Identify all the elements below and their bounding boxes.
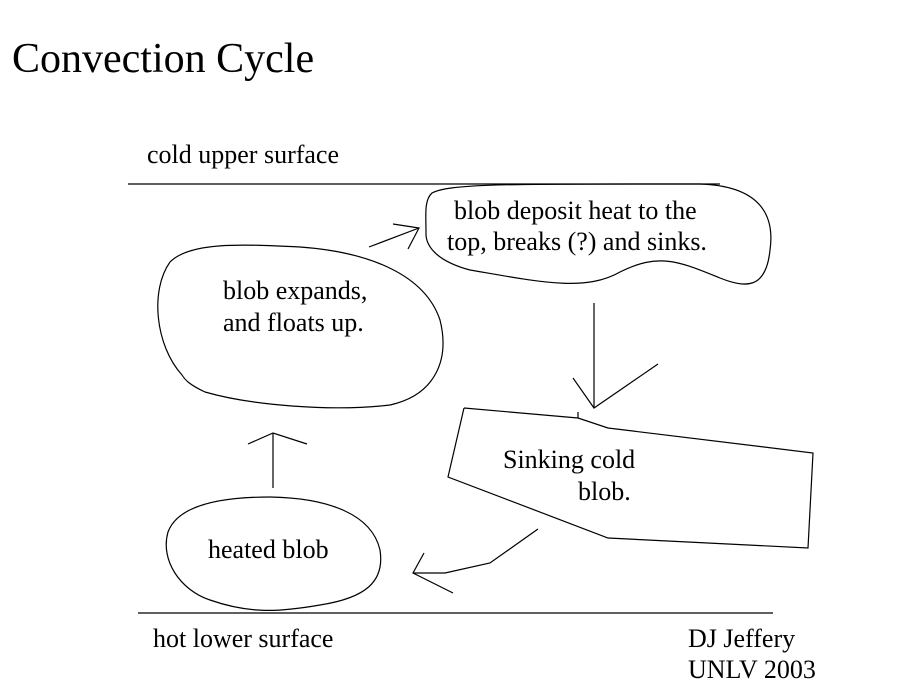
blob-sinking-text-2: blob. [578, 477, 631, 506]
blob-sinking-outline [447, 407, 814, 549]
arrow-up-from-heated [247, 432, 308, 488]
blob-top-text-1: blob deposit heat to the [454, 196, 697, 225]
blob-heated-outline [165, 496, 382, 612]
hot-surface-label: hot lower surface [153, 624, 334, 653]
blob-top-outline [425, 183, 772, 285]
blob-expand-text-1: blob expands, [223, 276, 368, 305]
blob-heated-text: heated blob [208, 535, 329, 564]
blob-sinking-text-1: Sinking cold [503, 445, 636, 474]
credit-institution: UNLV 2003 [688, 655, 816, 684]
blob-expand-outline [157, 244, 444, 409]
diagram-title: Convection Cycle [12, 36, 315, 82]
arrow-down-to-sinking [572, 303, 659, 409]
arrow-back-to-heated [412, 528, 539, 594]
blob-expand-text-2: and floats up. [223, 308, 364, 337]
blob-top-text-2: top, breaks (?) and sinks. [447, 227, 707, 256]
credit-author: DJ Jeffery [688, 624, 796, 653]
arrow-to-top-blob [368, 223, 420, 250]
cold-surface-label: cold upper surface [147, 140, 340, 169]
